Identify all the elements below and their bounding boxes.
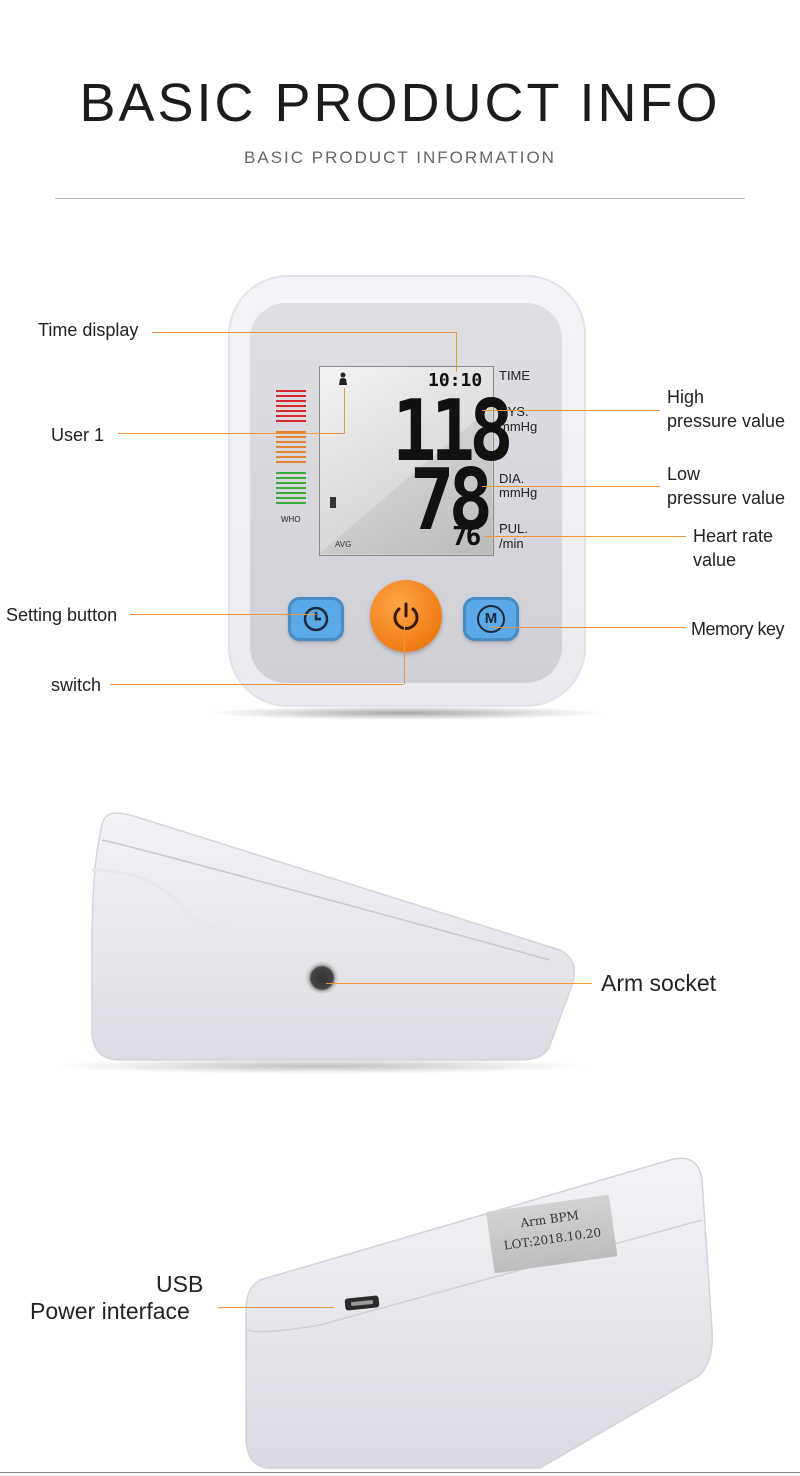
lcd-diastolic-value: 78 <box>410 451 493 550</box>
power-icon <box>393 602 419 630</box>
page-subtitle: BASIC PRODUCT INFORMATION <box>244 148 556 167</box>
leader-memory-key <box>491 627 686 628</box>
leader-usb <box>218 1307 334 1308</box>
callout-high-pressure: High <box>667 387 705 407</box>
pul-unit: /min <box>499 536 524 551</box>
time-label: TIME <box>499 368 531 383</box>
lcd-avg-label: AVG <box>335 540 352 549</box>
leader-switch-v <box>404 620 405 684</box>
callout-arm-socket: Arm socket <box>601 970 717 996</box>
battery-segment-icon <box>330 497 336 508</box>
leader-high-pressure <box>482 410 660 411</box>
leader-user1 <box>118 433 344 434</box>
dia-unit: mmHg <box>499 485 538 500</box>
callout-setting-button: Setting button <box>6 605 118 625</box>
bottom-divider <box>0 1472 800 1473</box>
who-indicator <box>276 390 306 507</box>
memory-button[interactable]: M <box>463 597 519 641</box>
lcd-systolic-value: 118 <box>392 382 514 481</box>
lcd-time-value: 10:10 <box>428 370 483 391</box>
leader-switch <box>110 684 404 685</box>
callout-heart-rate-2: value <box>693 550 737 570</box>
lcd-pulse-value: 76 <box>452 522 481 552</box>
pul-label: PUL. <box>499 521 528 536</box>
clock-icon <box>303 606 329 632</box>
leader-arm-socket <box>326 983 592 984</box>
callout-memory-key: Memory key <box>691 619 785 639</box>
device-bottom-body <box>245 1157 713 1469</box>
leader-low-pressure <box>482 486 660 487</box>
front-device-shadow <box>205 706 605 720</box>
callout-power-interface: Power interface <box>30 1298 190 1324</box>
leader-heart-rate <box>484 536 686 537</box>
memory-m-icon: M <box>477 605 505 633</box>
arm-socket[interactable] <box>305 961 339 995</box>
callout-low-pressure-2: pressure value <box>667 488 786 508</box>
callout-low-pressure: Low <box>667 464 701 484</box>
side-device-shadow <box>50 1058 590 1074</box>
leader-time-display <box>152 332 456 333</box>
header-divider <box>55 198 745 199</box>
lcd-reflection <box>319 406 492 554</box>
setting-button[interactable] <box>288 597 344 641</box>
callout-switch: switch <box>51 675 102 695</box>
sys-unit: mmHg <box>499 419 538 434</box>
leader-time-display-v <box>456 332 457 372</box>
callout-usb: USB <box>156 1271 204 1297</box>
callout-high-pressure-2: pressure value <box>667 411 786 431</box>
lcd-screen <box>319 366 494 556</box>
device-side-body <box>91 812 575 1061</box>
dia-label: DIA. <box>499 471 525 486</box>
user-icon <box>339 372 347 385</box>
callout-user1: User 1 <box>51 425 105 445</box>
page-title: BASIC PRODUCT INFO <box>79 73 721 133</box>
power-switch-button[interactable] <box>370 580 442 652</box>
callout-time-display: Time display <box>38 320 139 340</box>
who-label: WHO <box>281 515 301 524</box>
sys-label: SYS. <box>499 404 529 419</box>
callout-heart-rate: Heart rate <box>693 526 774 546</box>
leader-setting-button <box>130 614 316 615</box>
leader-user1-v <box>344 388 345 434</box>
